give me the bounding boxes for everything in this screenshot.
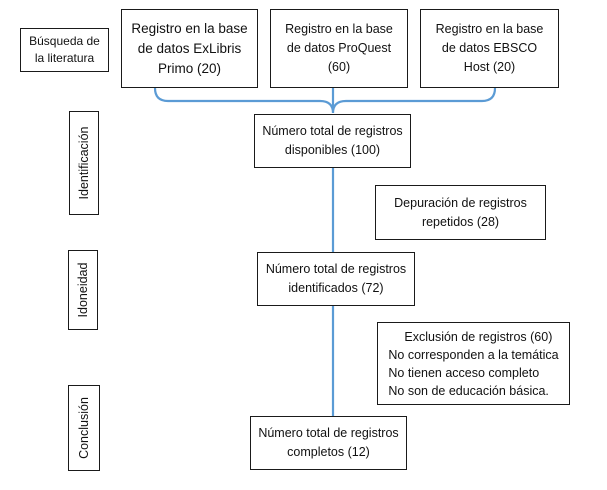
depuracion-box: Depuración de registros repetidos (28): [375, 185, 546, 240]
stage-idoneidad: Idoneidad: [68, 250, 98, 330]
source-ebsco-host: Registro en la base de datos EBSCO Host …: [420, 9, 559, 88]
total-completos-box: Número total de registros completos (12): [250, 416, 407, 470]
exclusion-box: Exclusión de registros (60) No correspon…: [377, 322, 570, 405]
source-exlibris-primo: Registro en la base de datos ExLibris Pr…: [121, 9, 258, 88]
exclusion-list: Exclusión de registros (60) No correspon…: [388, 329, 559, 398]
total-identificados-box: Número total de registros identificados …: [257, 252, 415, 306]
total-disponibles-box: Número total de registros disponibles (1…: [254, 114, 411, 168]
stage-conclusion: Conclusión: [68, 385, 100, 471]
source-proquest: Registro en la base de datos ProQuest (6…: [270, 9, 408, 88]
stage-identificacion: Identificación: [69, 111, 99, 215]
sources-bracket: [153, 87, 497, 114]
stage-busqueda-literatura: Búsqueda de la literatura: [20, 28, 109, 72]
